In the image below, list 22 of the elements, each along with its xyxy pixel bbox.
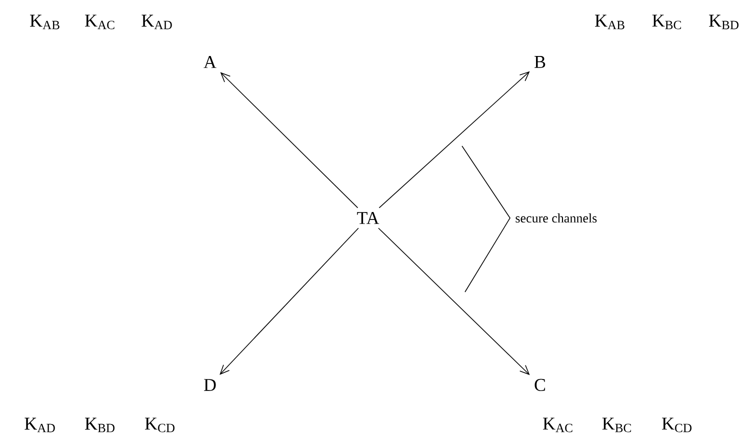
key-label: K$_{AD}$ bbox=[142, 14, 172, 30]
arrow bbox=[378, 71, 530, 208]
key-label: K$_{CD}$ bbox=[145, 418, 174, 432]
node-label: TA bbox=[357, 212, 380, 224]
key-label: K$_{AC}$ bbox=[543, 418, 572, 432]
key-label: K$_{BC}$ bbox=[602, 418, 631, 432]
key-label: K$_{AB}$ bbox=[595, 14, 624, 30]
key-label: K$_{BC}$ bbox=[652, 14, 681, 30]
key-label: K$_{AD}$ bbox=[24, 418, 55, 432]
arrow bbox=[378, 228, 530, 376]
node-label: C bbox=[534, 378, 545, 392]
node-label: B bbox=[534, 56, 546, 68]
key-label: K$_{BD}$ bbox=[85, 418, 114, 432]
node-label: D bbox=[204, 379, 216, 391]
key-label: K$_{AC}$ bbox=[85, 14, 114, 30]
arrow bbox=[220, 228, 359, 375]
key-label: K$_{CD}$ bbox=[662, 418, 692, 432]
key-label: K$_{AB}$ bbox=[30, 14, 60, 30]
node-label: A bbox=[204, 56, 216, 68]
key-label: K$_{BD}$ bbox=[709, 14, 738, 30]
arrow bbox=[220, 72, 358, 208]
annotation-label: secure channels bbox=[516, 213, 597, 223]
